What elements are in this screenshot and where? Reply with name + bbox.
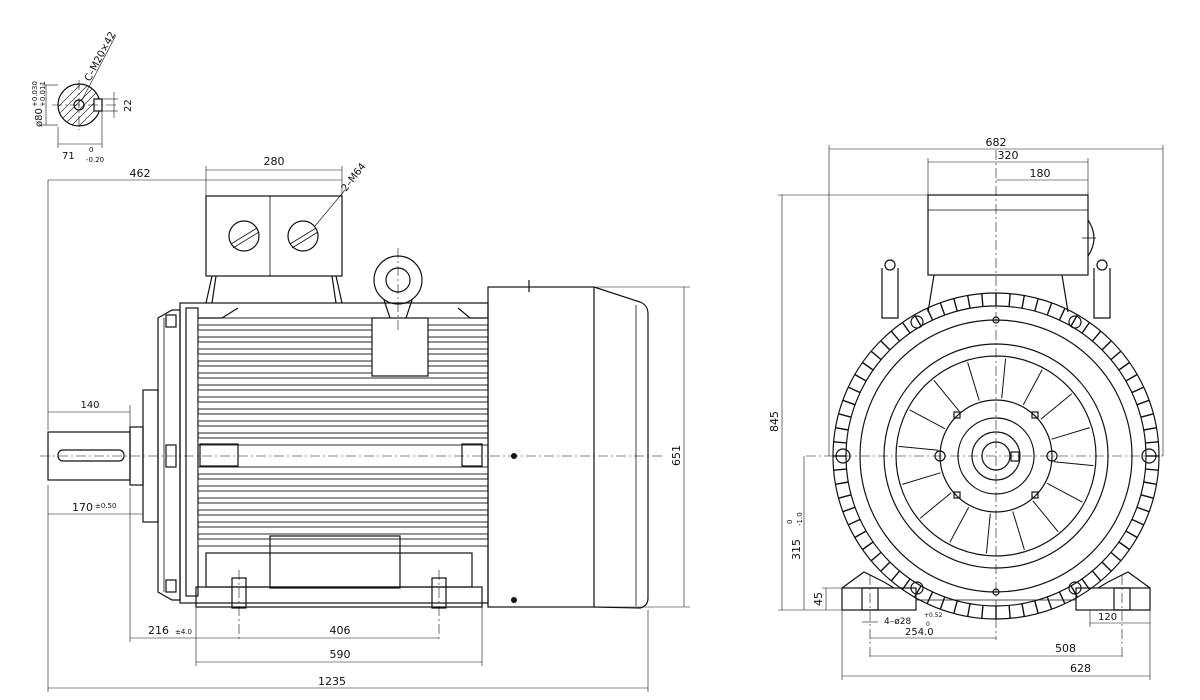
shaft-diameter-tol-upper: +0.030 (31, 81, 39, 107)
terminal-box-width-label: 280 (264, 155, 285, 168)
end-box-width-label: 320 (998, 149, 1019, 162)
foot-height-label: 45 (812, 592, 825, 606)
half-hole-spacing-label: 254.0 (905, 627, 934, 638)
shaft-extension-label: 140 (80, 400, 99, 411)
end-shield-spokes (898, 358, 1094, 554)
end-cooling-fins (833, 293, 1159, 619)
lifting-eye (371, 248, 429, 377)
bolt-holes-tol-upper: +0.52 (924, 612, 943, 619)
end-feet (841, 571, 1151, 660)
cooling-fins-bottom (197, 466, 489, 547)
shaft-depth-tol-lower: -0.20 (86, 156, 104, 164)
hole-spacing-label: 508 (1055, 642, 1076, 655)
base-length-label: 590 (330, 648, 351, 661)
shaft-diameter-label: ø80 (34, 108, 45, 127)
center-hole-label: C–M20×42 (83, 30, 118, 83)
foot-to-shoulder-label: 216 (148, 624, 169, 637)
cable-gland-2 (287, 220, 319, 252)
shaft-depth-tol-upper: 0 (89, 146, 93, 154)
key-width-label: 22 (123, 99, 134, 112)
end-overall-width-label: 682 (986, 136, 1007, 149)
end-terminal-box (927, 194, 1089, 276)
overall-length-label: 1235 (318, 675, 346, 688)
cable-entry-label: 2–M64 (340, 161, 369, 194)
bolt-holes-label: 4–ø28 (884, 617, 911, 627)
fan-cover (487, 280, 649, 609)
foot-width-label: 628 (1070, 662, 1091, 675)
bolt-holes-tol-lower: 0 (926, 621, 930, 628)
end-box-half-label: 180 (1030, 167, 1051, 180)
shaft-height-label: 315 (790, 539, 803, 560)
shaft-cross-section: ø80 +0.030 +0.011 C–M20×42 22 71 0 -0.20 (31, 30, 134, 164)
foot-end-label: 120 (1098, 612, 1117, 623)
foot-hole-spacing-label: 406 (330, 624, 351, 637)
motor-side-view: 1235 462 280 2–M64 140 170 ±0.50 216 ±4.… (40, 155, 690, 692)
terminal-offset-label: 462 (130, 167, 151, 180)
motor-feet (195, 535, 483, 640)
shaft-height-tol-upper: 0 (786, 520, 794, 524)
shaft-height-tol-lower: -1.0 (796, 512, 804, 526)
cooling-fins-top (197, 317, 489, 446)
shaft-depth-label: 71 (62, 151, 75, 162)
cable-gland-1 (228, 220, 260, 252)
foot-to-shoulder-tol-label: ±4.0 (175, 628, 192, 636)
side-height-label: 651 (670, 445, 683, 466)
shaft-diameter-tol-lower: +0.011 (39, 81, 47, 107)
motor-end-view: 682 320 180 845 315 0 -1.0 45 4–ø28 +0.5… (768, 136, 1166, 680)
terminal-box (205, 195, 343, 304)
end-overall-height-label: 845 (768, 411, 781, 432)
shoulder-tolerance-label: ±0.50 (95, 502, 116, 510)
shoulder-distance-label: 170 (72, 501, 93, 514)
